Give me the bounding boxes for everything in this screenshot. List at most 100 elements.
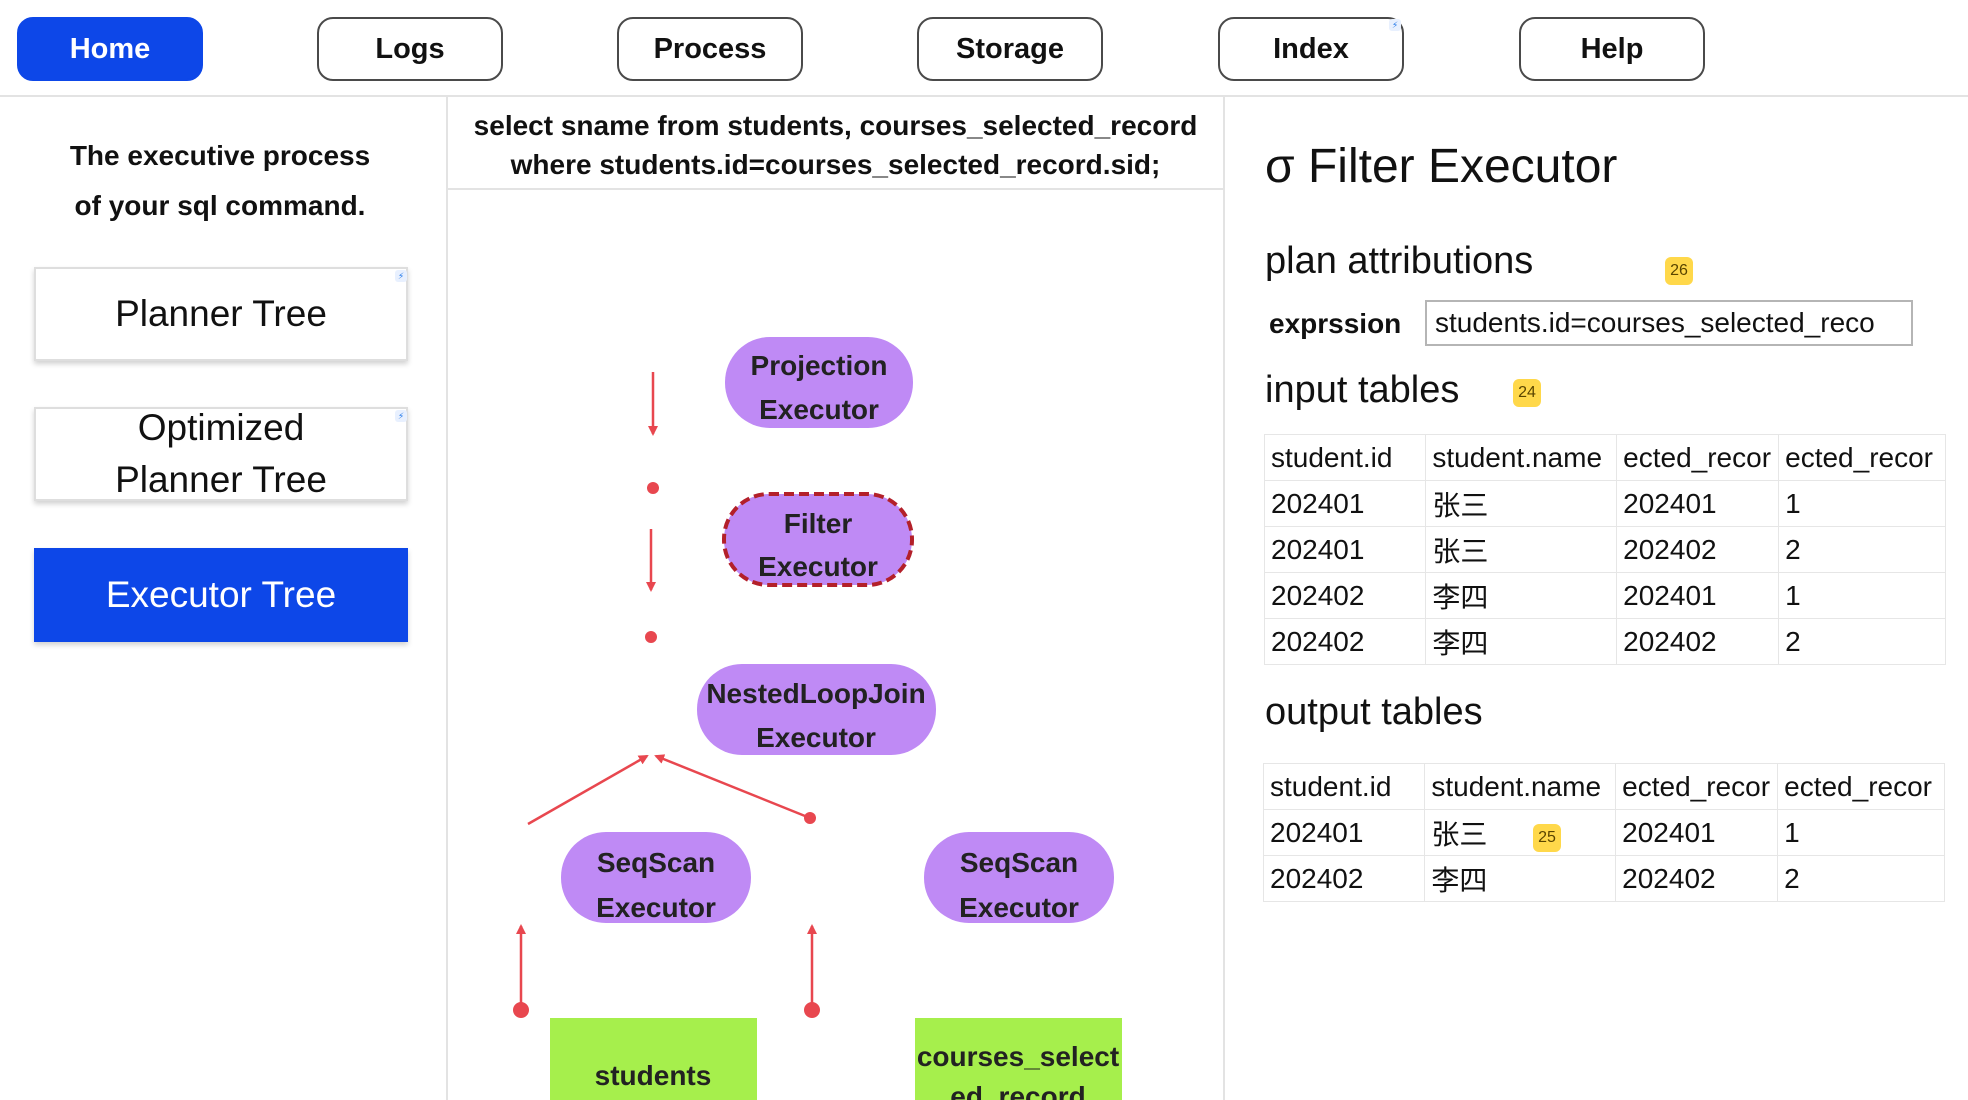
table-cell: 202402: [1262, 855, 1426, 902]
sql-command-display: select sname from students, courses_sele…: [448, 97, 1223, 190]
edge-seqscan-right-to-join: [654, 754, 811, 820]
sql-line-2: where students.id=courses_selected_recor…: [510, 149, 1161, 180]
nav-home-button[interactable]: Home: [17, 17, 203, 81]
intro-line-2: of your sql command.: [74, 190, 366, 221]
executor-tree-diagram: Projection Executor Filter Executor Nest…: [513, 337, 1122, 1100]
column-header: student.name: [1424, 763, 1617, 810]
table-cell: 202402: [1615, 855, 1779, 902]
edge-dot: [645, 631, 657, 643]
table-cell: 202401: [1616, 572, 1780, 619]
node-label: Executor: [759, 394, 879, 425]
table-cell: 李四: [1425, 618, 1618, 665]
extension-marker-icon: ⚡: [395, 410, 407, 422]
count-badge: 26: [1665, 257, 1693, 285]
nav-process-button[interactable]: Process: [617, 17, 803, 81]
edge-dot: [647, 482, 659, 494]
node-label: courses_select: [917, 1041, 1119, 1072]
count-badge: 25: [1533, 824, 1561, 852]
execution-tree-panel: select sname from students, courses_sele…: [448, 97, 1225, 1100]
table-row: 202401 张三 202401 1: [1262, 809, 1945, 856]
extension-marker-icon: ⚡: [1389, 19, 1401, 31]
filter-executor-node[interactable]: Filter Executor: [722, 492, 914, 587]
column-header: student.id: [1263, 434, 1427, 481]
table-row: 202401 张三 202402 2: [1263, 526, 1946, 573]
node-label: Executor: [756, 722, 876, 753]
table-cell: 202401: [1263, 480, 1427, 527]
table-cell: 202402: [1616, 618, 1780, 665]
node-label: Projection: [751, 350, 888, 381]
table-cell: 张三: [1425, 526, 1618, 573]
nav-logs-button[interactable]: Logs: [317, 17, 503, 81]
expression-label: exprssion: [1269, 308, 1402, 339]
column-header: student.id: [1262, 763, 1426, 810]
intro-line-1: The executive process: [69, 140, 371, 171]
column-header: student.name: [1425, 434, 1618, 481]
node-label: students: [595, 1060, 712, 1091]
sidebar-intro-text: The executive process of your sql comman…: [20, 131, 420, 231]
count-badge: 24: [1513, 379, 1541, 407]
table-cell: 202402: [1263, 618, 1427, 665]
table-header-row: student.id student.name ected_recor ecte…: [1262, 763, 1945, 810]
table-cell: 202401: [1615, 809, 1779, 856]
node-label: Executor: [959, 892, 1079, 923]
node-label: NestedLoopJoin: [706, 678, 925, 709]
table-cell: 李四: [1424, 855, 1617, 902]
table-row: 202402 李四 202401 1: [1263, 572, 1946, 619]
node-label: SeqScan: [597, 847, 715, 878]
table-header-row: student.id student.name ected_recor ecte…: [1263, 434, 1946, 481]
node-label: Executor: [758, 551, 878, 582]
table-cell: 202401: [1616, 480, 1780, 527]
tree-edges: [513, 372, 820, 1018]
column-header: ected_recor: [1615, 763, 1779, 810]
table-cell: 张三: [1425, 480, 1618, 527]
table-row: 202402 李四 202402 2: [1262, 855, 1945, 902]
nav-help-button[interactable]: Help: [1519, 17, 1705, 81]
courses-selected-record-table-node[interactable]: courses_select ed_record: [915, 1018, 1122, 1100]
output-table: student.id student.name ected_recor ecte…: [1262, 763, 1945, 902]
expression-field[interactable]: [1425, 300, 1913, 346]
edge-dot: [513, 1002, 529, 1018]
nav-index-button[interactable]: Index: [1218, 17, 1404, 81]
sql-line-1: select sname from students, courses_sele…: [473, 110, 1198, 141]
projection-executor-node[interactable]: Projection Executor: [725, 337, 913, 428]
table-cell: 2: [1778, 618, 1946, 665]
table-row: 202402 李四 202402 2: [1263, 618, 1946, 665]
table-cell: 李四: [1425, 572, 1618, 619]
students-table-node[interactable]: students: [550, 1018, 757, 1100]
extension-marker-icon: ⚡: [395, 270, 407, 282]
table-cell: 202402: [1263, 572, 1427, 619]
nav-storage-button[interactable]: Storage: [917, 17, 1103, 81]
planner-tree-button[interactable]: Planner Tree: [34, 267, 408, 361]
node-label: SeqScan: [960, 847, 1078, 878]
nestedloopjoin-executor-node[interactable]: NestedLoopJoin Executor: [697, 664, 936, 755]
column-header: ected_recor: [1778, 434, 1946, 481]
column-header: ected_recor: [1777, 763, 1945, 810]
top-nav-bar: Home Logs Process Storage Index ⚡ Help: [0, 0, 1968, 97]
detail-title: σ Filter Executor: [1265, 140, 1618, 193]
node-label: Executor: [596, 892, 716, 923]
optimized-planner-tree-button[interactable]: Optimized Planner Tree: [34, 407, 408, 501]
node-label: Filter: [784, 508, 853, 539]
table-cell: 1: [1778, 480, 1946, 527]
table-row: 202401 张三 202401 1: [1263, 480, 1946, 527]
table-cell: 202401: [1263, 526, 1427, 573]
seqscan-executor-node-right[interactable]: SeqScan Executor: [924, 832, 1114, 923]
executor-tree-button[interactable]: Executor Tree: [34, 548, 408, 642]
table-cell: 2: [1778, 526, 1946, 573]
left-sidebar: The executive process of your sql comman…: [0, 97, 448, 1100]
column-header: ected_recor: [1616, 434, 1780, 481]
input-table: student.id student.name ected_recor ecte…: [1263, 434, 1946, 665]
edge-dot: [804, 812, 816, 824]
table-cell: 202402: [1616, 526, 1780, 573]
table-cell: 202401: [1262, 809, 1426, 856]
table-cell: 1: [1778, 572, 1946, 619]
plan-attributions-heading: plan attributions: [1265, 240, 1534, 282]
output-tables-heading: output tables: [1265, 691, 1483, 733]
table-cell: 1: [1777, 809, 1945, 856]
table-cell: 2: [1777, 855, 1945, 902]
input-tables-heading: input tables: [1265, 369, 1460, 411]
edge-seqscan-left-to-join: [527, 754, 649, 826]
seqscan-executor-node-left[interactable]: SeqScan Executor: [561, 832, 751, 923]
node-label: ed_record: [950, 1081, 1085, 1100]
executor-detail-panel: σ Filter Executor plan attributions 26 e…: [1227, 97, 1968, 1100]
